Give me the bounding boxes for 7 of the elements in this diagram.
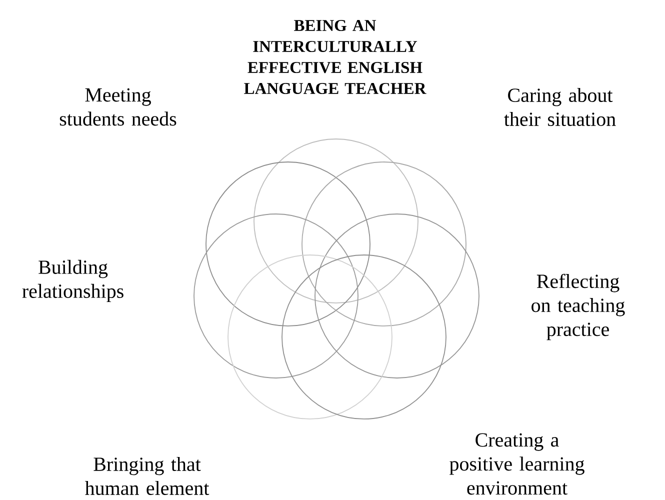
circle-label: Reflecting on teaching practice <box>532 274 625 340</box>
circle-label: Meeting students needs <box>60 88 176 126</box>
circle-label: Building relationships <box>22 260 124 302</box>
circle-label: Caring about their situation <box>504 88 616 126</box>
title: BEING AN INTERCULTURALLY EFFECTIVE ENGLISH LANGUAGE TEACHER <box>244 20 426 94</box>
circle-label: Bringing that human element <box>85 456 210 495</box>
circle-label: Creating a positive learning environment <box>450 433 584 495</box>
